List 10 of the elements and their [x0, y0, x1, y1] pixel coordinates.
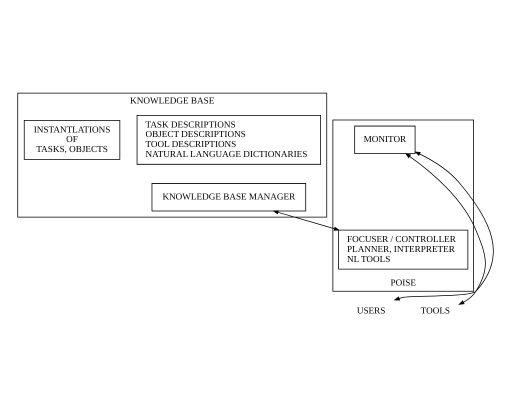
node-box: TASK DESCRIPTIONS OBJECT DESCRIPTIONS TOOL DESCRIPTIONS NATURAL LANGUAGE DICTIONARIES [136, 114, 322, 164]
node-box: KNOWLEDGE BASE MANAGER [152, 182, 306, 211]
arrow [404, 152, 486, 304]
node-text: TOOLS [420, 305, 450, 316]
node-box: INSTANTLATIONS OF TASKS, OBJECTS [24, 119, 120, 160]
arrow [272, 210, 340, 230]
node-text: USERS [356, 305, 386, 316]
node-box: MONITOR [354, 125, 416, 154]
arrow [394, 150, 494, 300]
node-box: FOCUSER / CONTROLLER PLANNER, INTERPRETER NL TOOLS [338, 229, 468, 269]
